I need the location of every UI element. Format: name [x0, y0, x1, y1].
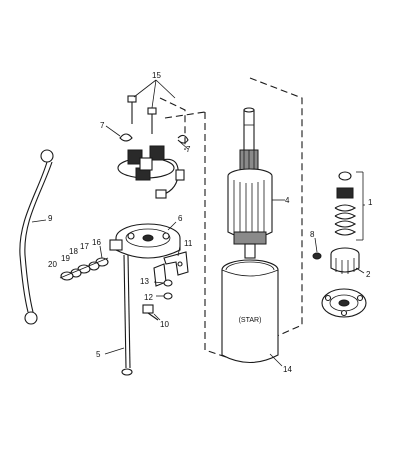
callout-18: 18 — [69, 247, 78, 256]
part-4-armature — [227, 107, 273, 259]
part-6-end-cap — [109, 223, 181, 259]
part-9-cable — [19, 149, 54, 325]
brush-holder-assembly — [117, 145, 185, 199]
callout-13: 13 — [140, 277, 149, 286]
callout-9: 9 — [48, 214, 53, 223]
callout-19: 19 — [61, 254, 70, 263]
part-14-housing — [221, 259, 279, 364]
callout-1: 1 — [368, 198, 373, 207]
callout-12: 12 — [144, 293, 153, 302]
callout-7a: 7 — [100, 121, 105, 130]
part-5-through-bolt — [121, 254, 133, 376]
callout-7b: 7 — [186, 145, 191, 154]
drive-end-plate — [321, 288, 367, 318]
part-2-pinion-gear — [330, 247, 360, 274]
callout-11: 11 — [184, 239, 193, 248]
part-15-screws — [127, 79, 176, 134]
parts-12-13-fasteners — [163, 279, 173, 300]
callout-labels: 15 7 7 4 1 9 6 8 11 16 17 18 19 20 2 13 … — [48, 71, 373, 374]
housing-stamp-label: (STAR) — [239, 317, 262, 324]
callout-5: 5 — [96, 350, 101, 359]
callout-2: 2 — [366, 270, 371, 279]
callout-8: 8 — [310, 230, 315, 239]
callout-leader-lines — [31, 199, 365, 367]
callout-16: 16 — [92, 238, 101, 247]
callout-17: 17 — [80, 242, 89, 251]
callout-10: 10 — [160, 320, 169, 329]
parts-16-20-washer-stack — [59, 257, 109, 281]
callout-20: 20 — [48, 260, 57, 269]
part-10-bolt — [142, 304, 159, 321]
callout-15: 15 — [152, 71, 161, 80]
part-8-small-nut — [312, 252, 322, 260]
callout-14: 14 — [283, 365, 292, 374]
part-1-drive-spring — [334, 171, 364, 241]
callout-4: 4 — [285, 196, 290, 205]
part-7-brush-clips — [105, 125, 189, 150]
callout-6: 6 — [178, 214, 183, 223]
